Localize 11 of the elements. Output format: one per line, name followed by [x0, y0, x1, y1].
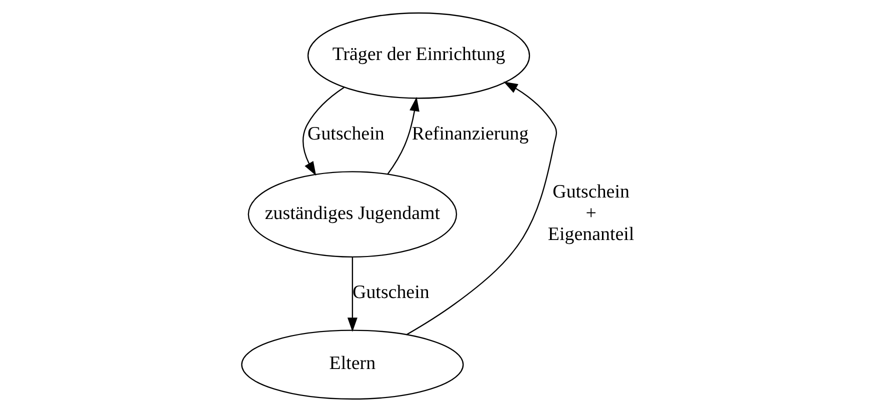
edge-label: Gutschein + Eigenanteil [547, 181, 634, 246]
node-ellipse: zuständiges Jugendamt [247, 171, 457, 258]
node-ellipse: Träger der Einrichtung [306, 12, 530, 99]
edge-label: Gutschein [352, 282, 429, 304]
arrow [346, 257, 357, 332]
edge-label: Gutschein [307, 123, 384, 144]
arrow [386, 96, 419, 174]
edge-label: Refinanzierung [411, 123, 528, 144]
arrow [406, 82, 556, 336]
arrow [302, 86, 344, 176]
node-ellipse: Eltern [240, 330, 464, 400]
